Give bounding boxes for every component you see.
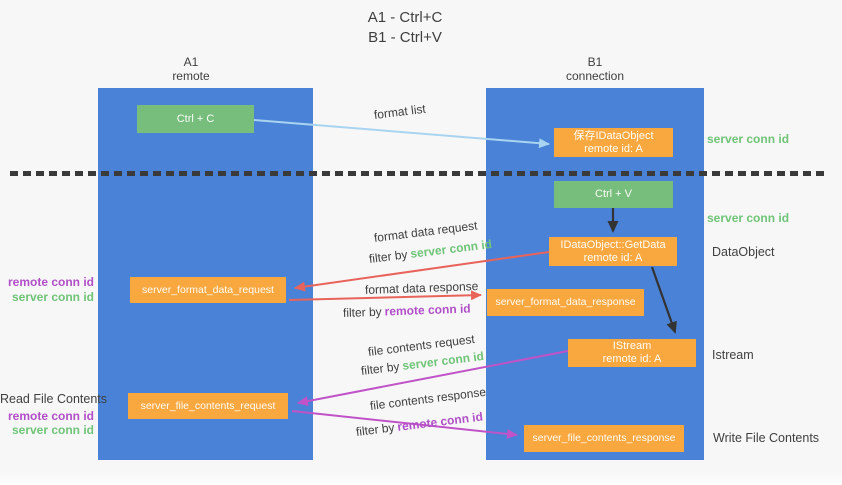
left-column-title: A1 [183, 55, 199, 69]
label-file-contents-response: file contents response [369, 384, 487, 413]
idataobject-getdata-node: IDataObject::GetData remote id: A [549, 237, 677, 266]
phase-separator-dashed-line [10, 171, 824, 176]
label-format-list: format list [373, 101, 427, 122]
ctrl-v-label: Ctrl + V [595, 188, 632, 200]
right-server-conn-id-top: server conn id [707, 132, 790, 146]
server-format-data-request-label: server_format_data_request [142, 283, 274, 296]
left-column-subtitle: remote [172, 69, 210, 83]
save-dataobject-node: 保存IDataObject remote id: A [554, 128, 673, 157]
filter-by-text: filter by [368, 247, 409, 266]
remote-conn-id-keyword: remote conn id [384, 301, 471, 319]
left-remote-conn-id-bottom: remote conn id [7, 409, 94, 423]
server-file-contents-request-label: server_file_contents_request [140, 399, 276, 412]
remote-conn-id-keyword: remote conn id [396, 409, 484, 434]
left-server-conn-id-bottom: server conn id [11, 423, 94, 437]
server-format-data-request-node: server_format_data_request [130, 277, 286, 303]
server-file-contents-response-node: server_file_contents_response [524, 425, 684, 452]
getdata-line1: IDataObject::GetData [560, 238, 666, 251]
title-line-ctrl-c: A1 - Ctrl+C [367, 9, 443, 26]
label-format-data-response: format data response [364, 279, 479, 297]
right-write-file-contents-label: Write File Contents [713, 431, 820, 445]
istream-line2: remote id: A [602, 353, 662, 365]
right-column-header: B1 connection [495, 55, 695, 83]
left-column-header: A1 remote [91, 55, 291, 83]
server-file-contents-response-label: server_file_contents_response [532, 432, 676, 444]
istream-node: IStream remote id: A [568, 339, 696, 367]
istream-line1: IStream [612, 340, 652, 352]
right-server-conn-id-mid: server conn id [707, 211, 790, 225]
ctrl-c-label: Ctrl + C [176, 112, 215, 125]
server-conn-id-keyword: server conn id [409, 236, 493, 261]
right-istream-label: Istream [712, 348, 754, 362]
title-line-ctrl-v: B1 - Ctrl+V [368, 29, 442, 46]
left-server-conn-id-top: server conn id [11, 290, 94, 304]
filter-by-text: filter by [360, 359, 401, 378]
getdata-line2: remote id: A [583, 251, 643, 264]
ctrl-c-node: Ctrl + C [137, 105, 254, 133]
right-column-title: B1 [587, 55, 603, 69]
server-file-contents-request-node: server_file_contents_request [128, 393, 288, 419]
left-remote-conn-id-top: remote conn id [7, 275, 94, 289]
left-read-file-contents-label: Read File Contents [0, 392, 108, 406]
diagram-title: A1 - Ctrl+C B1 - Ctrl+V [305, 8, 505, 48]
label-filter-file-response: filter byremote conn id [355, 409, 483, 438]
right-column-subtitle: connection [565, 69, 625, 83]
filter-by-text: filter by [342, 304, 382, 320]
ctrl-v-node: Ctrl + V [554, 181, 673, 208]
save-dataobject-line1: 保存IDataObject [573, 129, 654, 142]
server-format-data-response-label: server_format_data_response [495, 296, 636, 308]
filter-by-text: filter by [355, 420, 396, 439]
save-dataobject-line2: remote id: A [584, 142, 643, 155]
server-format-data-response-node: server_format_data_response [487, 289, 644, 316]
right-dataobject-label: DataObject [712, 245, 775, 259]
